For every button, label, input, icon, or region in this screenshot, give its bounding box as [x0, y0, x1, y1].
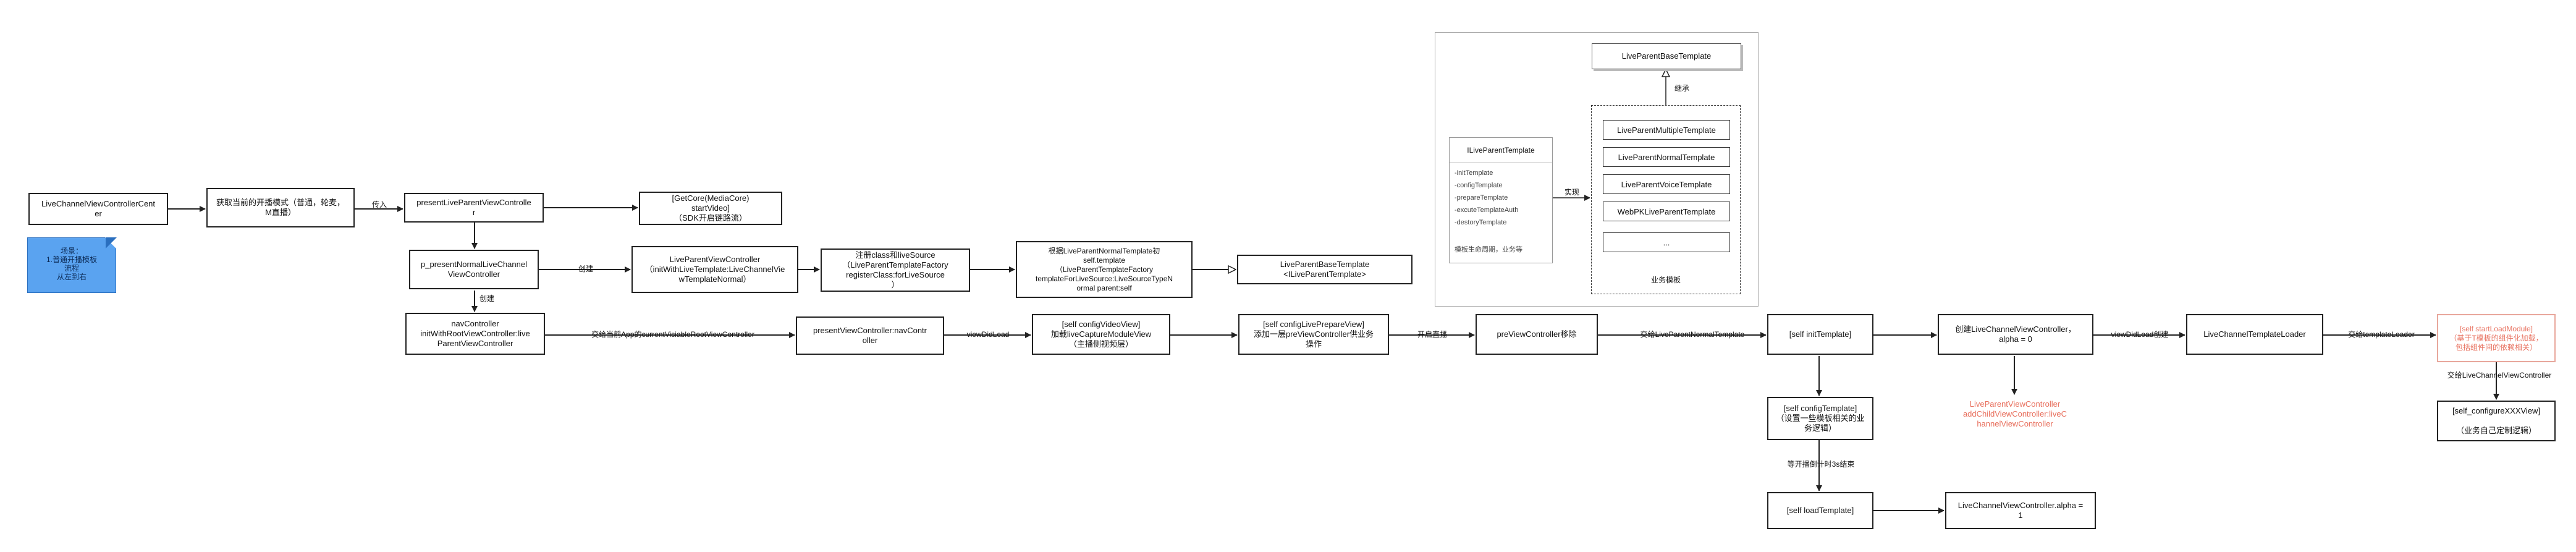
template-item-more: ... [1603, 232, 1730, 252]
node-get-core: [GetCore(MediaCore) startVideo] （SDK开启链路… [639, 192, 782, 225]
label-add-child: LiveParentViewController addChildViewCon… [1962, 399, 2067, 428]
interface-desc: 模板生命周期，业务等 [1455, 246, 1522, 253]
node-template-loader: LiveChannelTemplateLoader [2186, 314, 2323, 355]
interface-method: -configTemplate [1455, 182, 1503, 189]
interface-method: -excuteTemplateAuth [1455, 206, 1519, 214]
node-present-parent: presentLiveParentViewControlle r [404, 193, 544, 223]
interface-method: -initTemplate [1455, 169, 1493, 177]
business-template-group [1591, 105, 1741, 294]
node-configure-view: [self_configureXXXView] （业务自己定制逻辑） [2437, 401, 2556, 441]
label-hand-to-loader: 交给templateLoader [2348, 330, 2415, 339]
node-register-class: 注册class和liveSource （LiveParentTemplateFa… [821, 248, 970, 292]
label-hand-to-channel-vc: 交给LiveChannelViewController [2447, 371, 2552, 380]
note-fold-shadow [105, 237, 117, 248]
label-view-did-load-2: viewDidLoad创建 [2111, 330, 2169, 339]
node-init-template: [self initTemplate] [1767, 314, 1873, 355]
note-text: 场景： 1.普通开播模板 流程 从左到右 [46, 247, 97, 281]
node-config-template: [self configTemplate] （设置一些模板相关的业务逻辑） [1767, 397, 1873, 440]
label-create-1: 创建 [578, 265, 593, 273]
node-parent-vc-init: LiveParentViewController （initWithLiveTe… [631, 246, 798, 293]
template-item-voice: LiveParentVoiceTemplate [1603, 174, 1730, 194]
business-template-caption: 业务模板 [1650, 276, 1681, 284]
node-get-template: 根据LiveParentNormalTemplate初 self.templat… [1016, 241, 1193, 298]
interface-title: ILiveParentTemplate [1450, 138, 1552, 163]
node-live-channel-center: LiveChannelViewControllerCent er [28, 193, 168, 225]
label-view-did-load-1: viewDidLoad [966, 330, 1010, 339]
template-item-webpk: WebPKLiveParentTemplate [1603, 202, 1730, 221]
node-p-present-normal: p_presentNormalLiveChannel ViewControlle… [409, 250, 539, 289]
node-load-template: [self loadTemplate] [1767, 492, 1873, 529]
label-hand-to-app: 交给当前App的currentVisiableRootViewControlle… [591, 330, 754, 339]
label-start-live: 开启直播 [1417, 330, 1447, 339]
node-base-template-impl: LiveParentBaseTemplate <ILiveParentTempl… [1237, 255, 1413, 284]
label-hand-to-template: 交给LiveParentNormalTemplate [1640, 330, 1745, 339]
node-prevc-remove: preViewController移除 [1476, 314, 1598, 355]
label-inherit: 继承 [1674, 84, 1689, 93]
node-get-mode: 获取当前的开播模式（普通，轮麦， M直播） [206, 188, 355, 227]
template-item-normal: LiveParentNormalTemplate [1603, 147, 1730, 167]
label-wait-start: 等开播倒计时3s结束 [1787, 460, 1855, 469]
interface-method: -prepareTemplate [1455, 194, 1508, 202]
node-present-nav: presentViewController:navContr oller [796, 316, 944, 355]
node-create-channel: 创建LiveChannelViewController， alpha = 0 [1938, 314, 2093, 355]
label-create-2: 创建 [479, 294, 494, 303]
interface-methods: -initTemplate -configTemplate -prepareTe… [1450, 163, 1552, 229]
node-base-template: LiveParentBaseTemplate [1592, 43, 1741, 69]
template-item-multiple: LiveParentMultipleTemplate [1603, 120, 1730, 140]
node-nav-controller: navController initWithRootViewController… [405, 313, 545, 355]
node-alpha-one: LiveChannelViewController.alpha = 1 [1945, 492, 2096, 529]
node-config-video: [self configVideoView] 加载liveCaptureModu… [1032, 314, 1170, 355]
scenario-note: 场景： 1.普通开播模板 流程 从左到右 [27, 237, 117, 293]
interface-method: -destoryTemplate [1455, 219, 1507, 226]
interface-ilive-parent-template: ILiveParentTemplate -initTemplate -confi… [1449, 137, 1553, 263]
label-implement: 实现 [1564, 188, 1579, 197]
node-start-load-module: [self startLoadModule] （基于T模板的组件化加载， 包括组… [2437, 314, 2556, 362]
node-config-prepare: [self configLivePrepareView] 添加一层preView… [1238, 314, 1389, 355]
template-group-frame [1435, 32, 1759, 307]
label-pass-in: 传入 [371, 200, 387, 209]
